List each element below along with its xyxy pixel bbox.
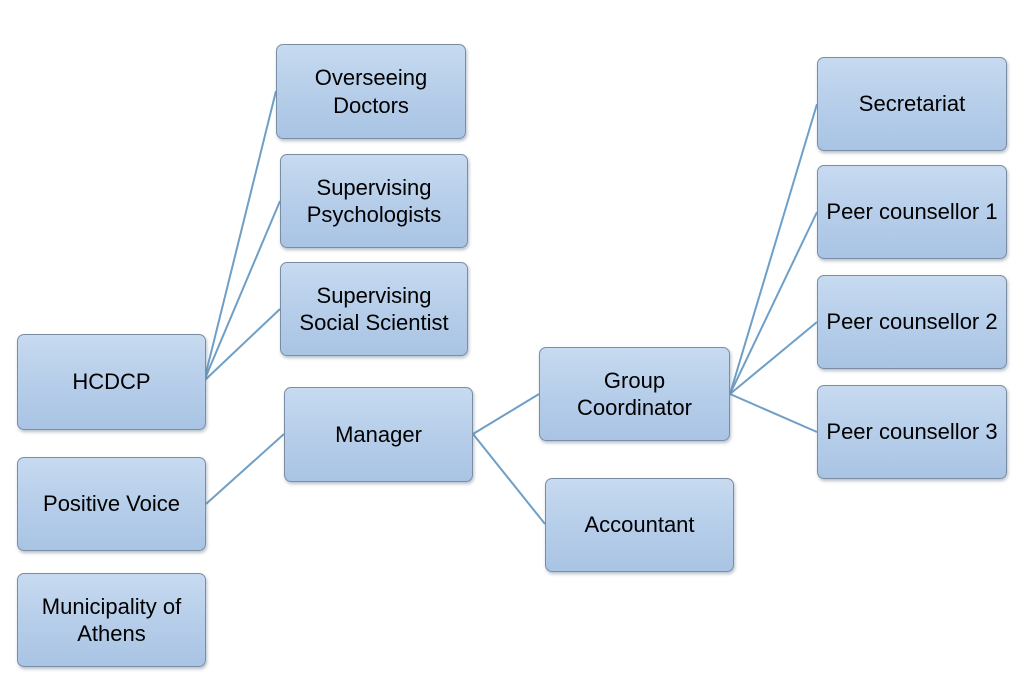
connector-group-coordinator-peer-counsellor-3 (729, 393, 818, 433)
node-peer-counsellor-2-label: Peer counsellor 2 (826, 309, 998, 335)
node-accountant-label: Accountant (584, 512, 695, 538)
node-manager: Manager (284, 387, 473, 482)
node-municipality-of-athens: Municipality of Athens (17, 573, 206, 667)
connector-hcdcp-supervising-social-scientist (203, 308, 281, 382)
node-secretariat-label: Secretariat (858, 91, 966, 117)
node-accountant: Accountant (545, 478, 734, 572)
node-overseeing-doctors: Overseeing Doctors (276, 44, 466, 139)
connector-group-coordinator-peer-counsellor-1 (729, 211, 818, 395)
node-group-coordinator: Group Coordinator (539, 347, 730, 441)
node-peer-counsellor-3: Peer counsellor 3 (817, 385, 1007, 479)
node-group-coordinator-label: Group Coordinator (577, 367, 692, 421)
node-peer-counsellor-3-label: Peer counsellor 3 (826, 419, 998, 445)
connector-group-coordinator-secretariat (729, 103, 818, 395)
connector-hcdcp-overseeing-doctors (203, 90, 277, 382)
node-supervising-social-scientist: Supervising Social Scientist (280, 262, 468, 356)
node-overseeing-doctors-label: Overseeing Doctors (314, 65, 428, 118)
node-peer-counsellor-1-label: Peer counsellor 1 (826, 199, 998, 225)
node-secretariat: Secretariat (817, 57, 1007, 151)
connector-manager-accountant (472, 433, 546, 525)
connector-positive-voice-manager (205, 433, 285, 505)
node-manager-label: Manager (335, 421, 422, 447)
connector-manager-group-coordinator (472, 393, 540, 435)
node-peer-counsellor-1: Peer counsellor 1 (817, 165, 1007, 259)
node-peer-counsellor-2: Peer counsellor 2 (817, 275, 1007, 369)
node-supervising-social-scientist-label: Supervising Social Scientist (299, 282, 449, 336)
node-supervising-psychologists-label: Supervising Psychologists (306, 174, 442, 228)
node-hcdcp-label: HCDCP (72, 369, 151, 395)
node-municipality-of-athens-label: Municipality of Athens (41, 593, 182, 647)
node-positive-voice-label: Positive Voice (43, 491, 180, 517)
connector-group-coordinator-peer-counsellor-2 (729, 321, 818, 395)
node-hcdcp: HCDCP (17, 334, 206, 430)
node-supervising-psychologists: Supervising Psychologists (280, 154, 468, 248)
connector-hcdcp-supervising-psychologists (203, 200, 281, 382)
node-positive-voice: Positive Voice (17, 457, 206, 551)
